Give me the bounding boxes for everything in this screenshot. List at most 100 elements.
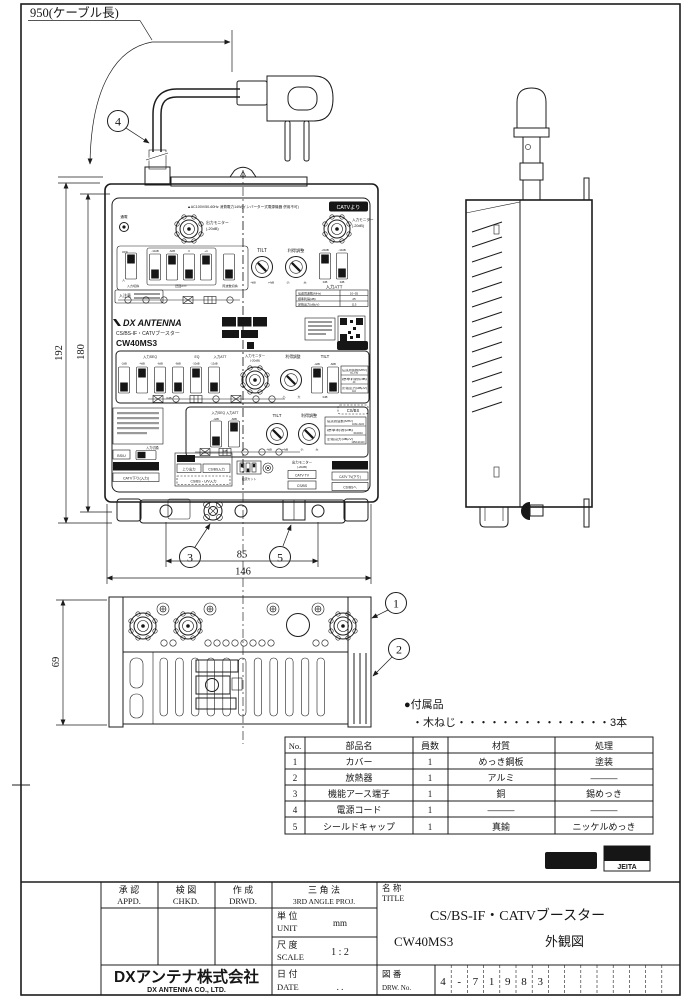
pt-r4-mat: ——— — [488, 805, 515, 815]
parts-table-row-2: 2 放熱器 1 アルミ ——— — [293, 772, 618, 783]
pt-r1-qty: 1 — [428, 757, 433, 767]
bottom-cover — [122, 651, 349, 725]
gain-knob-1[interactable] — [284, 255, 308, 279]
tilt2-zero: 0dB — [323, 395, 328, 399]
freq-select-switch[interactable] — [223, 253, 235, 281]
bsu-tag-box — [112, 449, 131, 460]
sw6-t2: -4dB — [139, 362, 145, 366]
sw6-t5: -10dB — [192, 362, 199, 366]
pt-r3-fin: 錫めっき — [586, 788, 622, 799]
upstream-att-switch-1[interactable] — [149, 253, 161, 281]
sw4-tick-3: 0 — [188, 249, 190, 253]
gain-knob-2[interactable] — [279, 368, 303, 392]
sw4-tick-2: -6dB — [169, 249, 175, 253]
catv-sw-3[interactable] — [154, 366, 166, 394]
cable-length-label: 950(ケーブル長) — [30, 5, 119, 20]
tilt-knob-3[interactable] — [265, 422, 289, 446]
parts-table: No. 部品名 員数 材質 処理 1 カバー 1 めっき鋼板 塗装 2 放熱器 … — [284, 736, 654, 835]
catv-sw-6[interactable] — [208, 366, 220, 394]
att-switch-group-box — [146, 247, 217, 286]
hs-jeita-logo: −HS− JEITA — [603, 845, 651, 872]
catv-to-up-tag — [332, 461, 368, 470]
catv-tv-tag — [337, 341, 368, 350]
s2-r3: 定格出力(dBμV) — [342, 386, 367, 390]
catv-up-from-label: CATV上りから — [123, 465, 148, 470]
tilt2-t2: -8dB — [330, 362, 336, 366]
upstream-att-switch-4[interactable] — [200, 253, 212, 281]
input-att-switch-2[interactable] — [336, 252, 348, 280]
tilt-sw-2[interactable] — [327, 366, 339, 394]
bottom-f-connector-3 — [328, 611, 358, 641]
upstream-att-switch-2[interactable] — [166, 253, 178, 281]
side-vent-slots — [471, 221, 503, 413]
eq-label: EQ — [195, 355, 200, 359]
catv-up-from-tag — [113, 462, 159, 471]
drw-digit-5: 9 — [505, 976, 511, 988]
bottom-connector-bar — [122, 596, 349, 653]
upstream-att-switch-3[interactable] — [183, 253, 195, 281]
dim-950: 950(ケーブル長) — [28, 5, 233, 178]
bottom-nut-strip — [160, 639, 329, 647]
output-monitor-db: (-20dB) — [206, 227, 219, 231]
bottom-f-connector-1 — [128, 611, 158, 641]
output-monitor-label: 出力モニター — [206, 220, 229, 225]
bottom-view — [108, 596, 372, 728]
hanger-hole — [240, 170, 246, 177]
badge-8k: 8K — [225, 321, 233, 327]
s1-r1-value: 10~55 — [350, 291, 359, 295]
s3-r2-value: 32/40/40 — [353, 432, 363, 435]
catv-up-tag — [329, 201, 368, 212]
hs-label: −HS− — [614, 850, 640, 861]
side-pin-bottom — [583, 498, 590, 528]
s1-r3-label: 定格出力(dBμV) — [298, 301, 319, 306]
input-att-switch-1[interactable] — [319, 252, 331, 280]
s2-r3-value: 110 — [352, 390, 356, 393]
bottom-plain-hole — [286, 613, 310, 637]
input-select-switch[interactable] — [135, 450, 157, 460]
csbs-sw-1[interactable] — [210, 420, 222, 448]
mini-switch-block[interactable] — [236, 460, 262, 475]
csbs-sw-2[interactable] — [228, 420, 240, 448]
drawing-title: CS/BS-IF・CATVブースター — [430, 907, 605, 924]
gain-label-2: 利得調整 — [285, 354, 300, 359]
tilt-label-1: TILT — [257, 248, 267, 254]
att1-tick: -20dB — [321, 248, 329, 252]
catv-sw-1[interactable] — [118, 366, 130, 394]
title-en: TITLE — [382, 894, 404, 903]
pt-r2-qty: 1 — [428, 773, 433, 783]
s3-sw-t1: -4dB — [213, 417, 219, 421]
dim-180-label: 180 — [76, 344, 87, 360]
input-monitor-connector — [322, 214, 352, 244]
drw-digit-7: 3 — [537, 976, 543, 988]
company-name-en: DX ANTENNA CO., LTD. — [147, 987, 226, 994]
pt-r5-mat: 真鍮 — [492, 821, 510, 832]
sw6-zero: 0dB — [166, 396, 171, 400]
power-pass-switch[interactable] — [125, 252, 137, 280]
gain-knob-3[interactable] — [297, 422, 321, 446]
att-label-2: 入力ATT — [214, 354, 227, 359]
accessories-item: ・木ねじ・・・・・・・・・・・・・・3本 — [412, 715, 627, 729]
pt-r1-mat: めっき鋼板 — [478, 756, 523, 767]
high-shield-label: 高シールド — [550, 857, 593, 867]
s2-r1: 伝送周波数(MHz) — [342, 368, 367, 372]
drw-digit-1: 4 — [440, 976, 446, 988]
sw6-t6: -12dB — [210, 362, 217, 366]
earth-terminal — [203, 501, 223, 521]
tilt-knob-1[interactable] — [250, 255, 274, 279]
badge-rh: 右旋 — [226, 331, 236, 338]
seq-att-label-3: 入力SEQ 入力ATT — [211, 410, 238, 415]
dim-192-label: 192 — [54, 345, 65, 361]
callout-1-number: 1 — [393, 597, 399, 611]
catv-sw-4[interactable] — [172, 366, 184, 394]
catv-sw-5[interactable] — [190, 366, 202, 394]
side-latch-top — [493, 224, 500, 235]
tilt-label-2: TILT — [321, 354, 330, 359]
tilt3-max: +4dB — [282, 448, 289, 452]
catv-io-group-box — [174, 452, 233, 487]
side-foot — [479, 507, 509, 528]
output-monitor-connector — [174, 214, 204, 244]
callout-2: 2 — [372, 638, 410, 677]
pt-r4-qty: 1 — [428, 805, 433, 815]
tilt-sw-1[interactable] — [311, 366, 323, 394]
catv-sw-2[interactable] — [136, 366, 148, 394]
